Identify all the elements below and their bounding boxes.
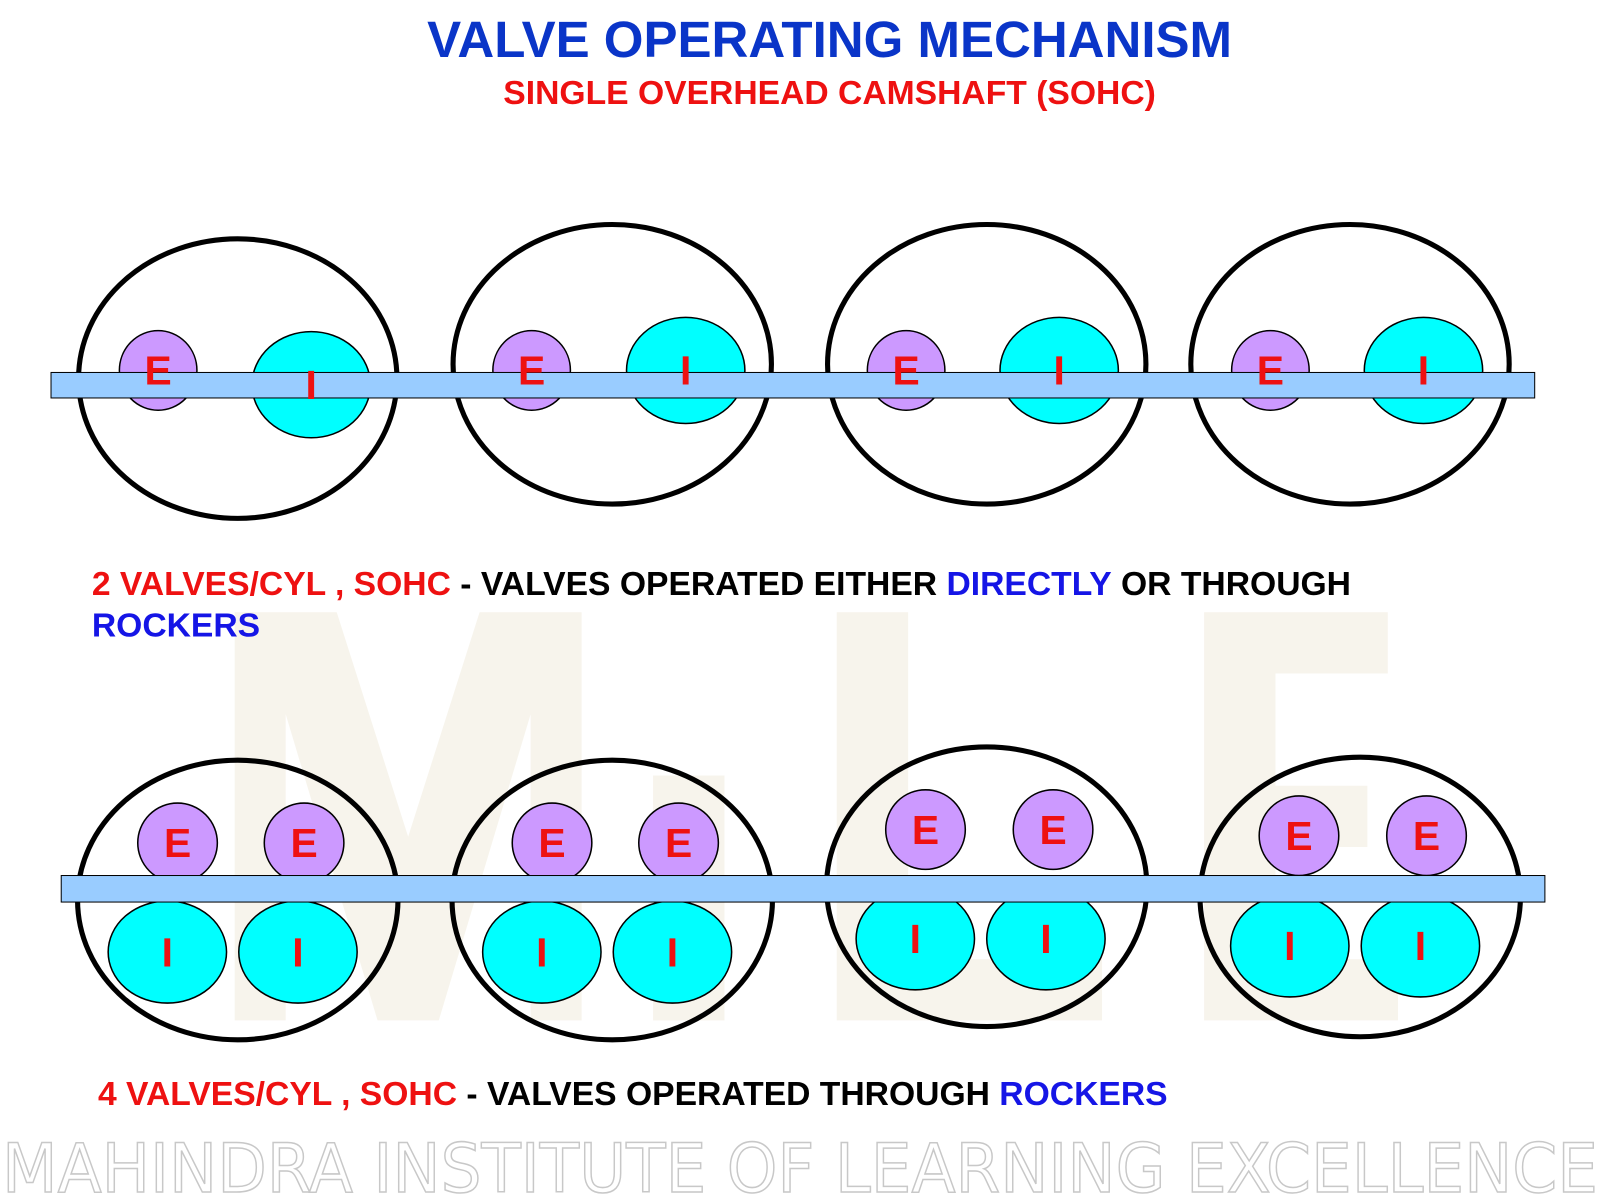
cylinder	[825, 221, 1149, 507]
camshaft	[60, 875, 1546, 903]
exhaust-valve-label: E	[164, 820, 191, 866]
camshaft	[50, 371, 1536, 399]
page-title: VALVE OPERATING MECHANISM	[427, 11, 1232, 68]
intake-valve-label: I	[1418, 348, 1429, 394]
exhaust-valve-label: E	[290, 820, 317, 866]
cylinder	[450, 221, 774, 507]
intake-valve-label: I	[306, 362, 317, 408]
intake-valve-label: I	[1040, 916, 1051, 962]
exhaust-valve-label: E	[1413, 813, 1440, 859]
watermark-letter-m	[234, 612, 582, 1021]
intake-valve-label: I	[1415, 923, 1426, 969]
exhaust-valve-label: E	[912, 807, 939, 853]
cylinder-outline	[825, 221, 1149, 507]
intake-valve-label: I	[292, 929, 303, 975]
caption-2-valve: 2 VALVES/CYL , SOHC - VALVES OPERATED EI…	[92, 566, 1351, 603]
exhaust-valve-label: E	[1257, 348, 1284, 394]
exhaust-valve-label: E	[893, 348, 920, 394]
cylinder	[449, 757, 775, 1043]
cylinder	[1197, 754, 1523, 1040]
exhaust-valve-label: E	[145, 348, 172, 394]
intake-valve-label: I	[1054, 348, 1065, 394]
cylinder	[823, 744, 1150, 1030]
watermark-logo	[234, 612, 1398, 1021]
caption-4-valve: 4 VALVES/CYL , SOHC - VALVES OPERATED TH…	[98, 1076, 1168, 1113]
intake-valve-label: I	[162, 929, 173, 975]
four-valve-engine-row	[60, 744, 1546, 1043]
cylinder	[1188, 221, 1512, 507]
exhaust-valve	[884, 789, 967, 871]
cylinder-outline	[450, 221, 774, 507]
intake-valve-label: I	[1284, 923, 1295, 969]
exhaust-valve-label: E	[1039, 807, 1066, 853]
intake-valve-label: I	[680, 348, 691, 394]
page-subtitle: SINGLE OVERHEAD CAMSHAFT (SOHC)	[503, 75, 1156, 112]
valve-labels: E I E I E I E I E E I I E E I I E E I I E E I I	[145, 348, 1441, 976]
intake-valve-label: I	[667, 929, 678, 975]
exhaust-valve-label: E	[1285, 813, 1312, 859]
two-valve-engine-row	[50, 221, 1536, 521]
exhaust-valve	[1012, 789, 1094, 871]
exhaust-valve-label: E	[665, 820, 692, 866]
exhaust-valve-label: E	[518, 348, 545, 394]
exhaust-valve-label: E	[538, 820, 565, 866]
intake-valve-label: I	[910, 916, 921, 962]
caption-2-valve-line2: ROCKERS	[92, 608, 260, 645]
footer-institute-name: MAHINDRA INSTITUTE OF LEARNING EXCELLENC…	[2, 1129, 1598, 1199]
cylinder-outline	[1188, 221, 1512, 507]
intake-valve-label: I	[536, 929, 547, 975]
